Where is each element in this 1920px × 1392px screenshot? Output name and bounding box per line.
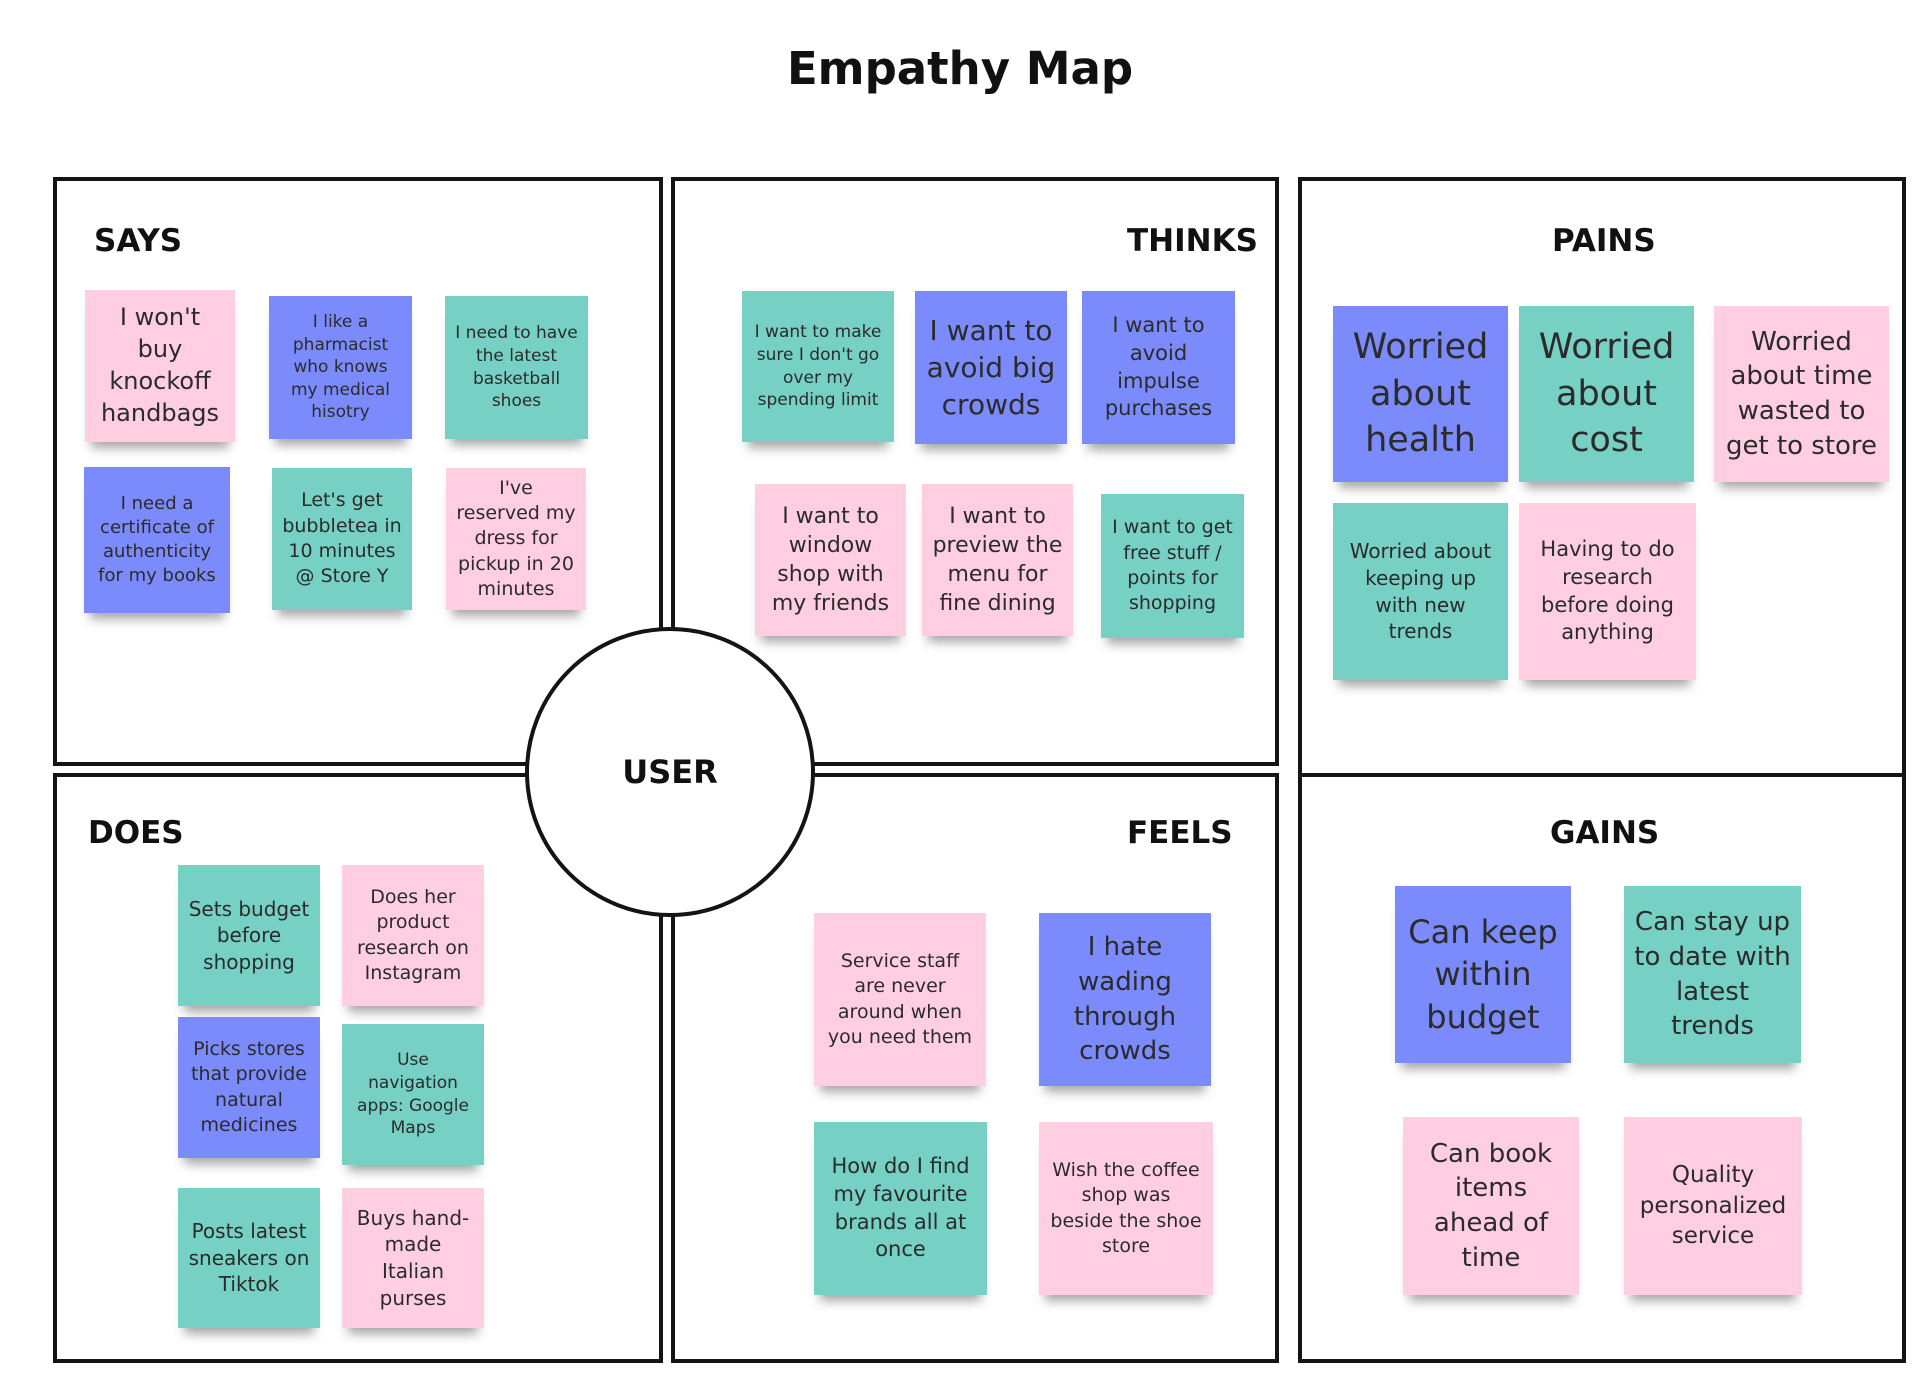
sticky-note[interactable]: I hate wading through crowds: [1039, 913, 1211, 1086]
gains-label: GAINS: [1550, 815, 1660, 851]
sticky-note[interactable]: Can keep within budget: [1395, 886, 1571, 1063]
pains-label: PAINS: [1552, 223, 1656, 259]
sticky-note[interactable]: Buys hand-made Italian purses: [342, 1188, 484, 1328]
sticky-note[interactable]: Can book items ahead of time: [1403, 1117, 1579, 1295]
does-label: DOES: [88, 815, 184, 851]
sticky-note[interactable]: I want to make sure I don't go over my s…: [742, 291, 894, 442]
sticky-note[interactable]: I want to avoid impulse purchases: [1082, 291, 1235, 444]
sticky-note[interactable]: I like a pharmacist who knows my medical…: [269, 296, 412, 439]
user-circle: USER: [525, 627, 815, 917]
sticky-note[interactable]: Service staff are never around when you …: [814, 913, 986, 1086]
sticky-note[interactable]: Picks stores that provide natural medici…: [178, 1017, 320, 1158]
thinks-quadrant: [671, 177, 1279, 766]
sticky-note[interactable]: Let's get bubbletea in 10 minutes @ Stor…: [272, 468, 412, 610]
sticky-note[interactable]: I want to avoid big crowds: [915, 291, 1067, 444]
feels-label: FEELS: [1127, 815, 1233, 851]
sticky-note[interactable]: How do I find my favourite brands all at…: [814, 1122, 987, 1295]
sticky-note[interactable]: Worried about keeping up with new trends: [1333, 503, 1508, 680]
sticky-note[interactable]: Worried about cost: [1519, 306, 1694, 482]
sticky-note[interactable]: Can stay up to date with latest trends: [1624, 886, 1801, 1063]
sticky-note[interactable]: Having to do research before doing anyth…: [1519, 503, 1696, 680]
gains-quadrant: [1298, 773, 1906, 1363]
user-label: USER: [622, 753, 718, 791]
sticky-note[interactable]: Posts latest sneakers on Tiktok: [178, 1188, 320, 1328]
says-label: SAYS: [94, 223, 183, 259]
sticky-note[interactable]: I've reserved my dress for pickup in 20 …: [446, 468, 586, 610]
sticky-note[interactable]: I need to have the latest basketball sho…: [445, 296, 588, 439]
sticky-note[interactable]: Does her product research on Instagram: [342, 865, 484, 1006]
sticky-note[interactable]: Wish the coffee shop was beside the shoe…: [1039, 1122, 1213, 1295]
page-title: Empathy Map: [786, 42, 1134, 95]
thinks-label: THINKS: [1127, 223, 1258, 259]
sticky-note[interactable]: Use navigation apps: Google Maps: [342, 1024, 484, 1165]
sticky-note[interactable]: Worried about time wasted to get to stor…: [1714, 306, 1889, 482]
sticky-note[interactable]: Quality personalized service: [1624, 1117, 1802, 1295]
sticky-note[interactable]: I want to get free stuff / points for sh…: [1101, 494, 1244, 638]
sticky-note[interactable]: Worried about health: [1333, 306, 1508, 482]
sticky-note[interactable]: Sets budget before shopping: [178, 865, 320, 1006]
sticky-note[interactable]: I want to preview the menu for fine dini…: [922, 484, 1073, 636]
sticky-note[interactable]: I want to window shop with my friends: [755, 484, 906, 636]
sticky-note[interactable]: I need a certificate of authenticity for…: [84, 467, 230, 613]
sticky-note[interactable]: I won't buy knockoff handbags: [85, 290, 235, 442]
